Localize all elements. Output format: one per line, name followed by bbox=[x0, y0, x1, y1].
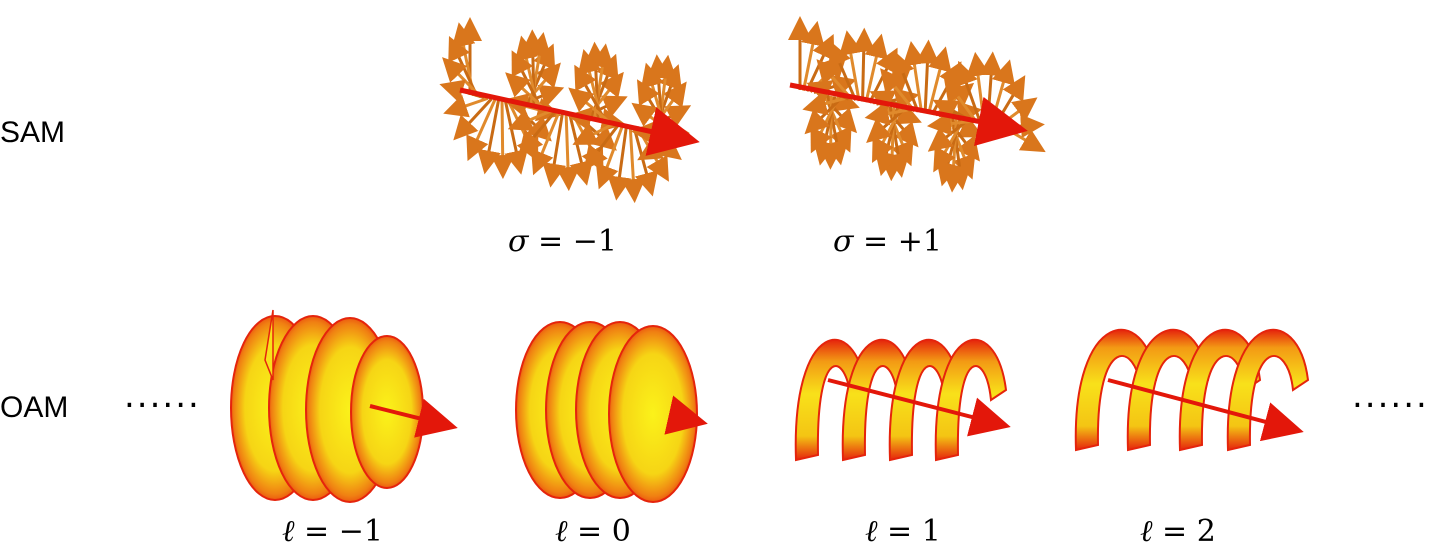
polarization-arrow bbox=[943, 77, 979, 124]
polarization-arrow bbox=[621, 125, 646, 204]
sam-sigma-minus-1-figure bbox=[439, 17, 700, 204]
propagation-axis bbox=[1107, 378, 1304, 442]
ell-symbol: ℓ bbox=[282, 514, 295, 549]
oam-planar-surfaces bbox=[515, 321, 698, 503]
sigma-value: = −1 bbox=[528, 224, 617, 259]
oam-helix-surface bbox=[230, 309, 424, 503]
sigma-symbol: σ bbox=[508, 224, 529, 259]
sam-caption-plus: σ = +1 bbox=[833, 224, 942, 259]
polarization-arrow bbox=[518, 110, 557, 156]
polarization-arrow bbox=[583, 122, 621, 171]
ell-value: = 2 bbox=[1152, 514, 1216, 549]
polarization-arrow bbox=[838, 30, 863, 102]
wavefront-disc bbox=[608, 325, 698, 503]
helical-ribbon-turn bbox=[934, 338, 1008, 462]
polarization-arrow bbox=[1004, 126, 1046, 153]
polarization-arrow bbox=[505, 72, 546, 111]
surface-edge bbox=[264, 309, 274, 381]
oam-l-0-figure bbox=[515, 321, 708, 503]
oam-helix-l2 bbox=[1074, 328, 1310, 452]
sam-minus-arrows bbox=[439, 17, 692, 204]
polarization-arrow bbox=[443, 94, 489, 118]
ellipsis-left: ...... bbox=[124, 376, 201, 416]
polarization-arrow bbox=[568, 87, 610, 123]
oam-caption-0: ℓ = 0 bbox=[555, 514, 631, 549]
ell-symbol: ℓ bbox=[1140, 514, 1153, 549]
oam-l-2-figure bbox=[1074, 328, 1310, 452]
ell-symbol: ℓ bbox=[555, 514, 568, 549]
polarization-arrow bbox=[607, 124, 632, 201]
oam-caption-1: ℓ = 1 bbox=[865, 514, 941, 549]
polarization-arrow bbox=[864, 101, 908, 126]
polarization-arrow bbox=[926, 111, 971, 136]
ellipsis-right: ...... bbox=[1352, 376, 1429, 416]
polarization-arrow bbox=[572, 121, 617, 145]
polarization-arrow bbox=[542, 112, 567, 188]
polarization-arrow bbox=[902, 41, 927, 113]
polarization-arrow bbox=[802, 91, 846, 116]
sam-plus-arrows bbox=[788, 16, 1046, 193]
propagation-axis bbox=[827, 378, 1011, 437]
sam-sigma-plus-1-figure bbox=[788, 16, 1046, 193]
ell-value: = 0 bbox=[567, 514, 631, 549]
polarization-arrow bbox=[595, 123, 625, 190]
polarization-arrow bbox=[880, 68, 916, 113]
polarization-arrow bbox=[556, 113, 580, 192]
polarization-arrow bbox=[490, 101, 515, 180]
propagation-axis bbox=[664, 395, 708, 435]
oam-helix-l1 bbox=[794, 338, 1008, 462]
sam-caption-minus: σ = −1 bbox=[508, 224, 617, 259]
polarization-arrow bbox=[466, 99, 497, 162]
oam-l-1-figure bbox=[794, 338, 1011, 462]
sigma-value: = +1 bbox=[853, 224, 942, 259]
oam-row-label: OAM bbox=[0, 391, 69, 424]
polarization-arrow bbox=[828, 41, 857, 101]
propagation-axis bbox=[789, 82, 1028, 146]
polarization-arrow bbox=[801, 20, 825, 91]
ell-value: = 1 bbox=[877, 514, 941, 549]
polarization-arrow bbox=[507, 108, 553, 131]
propagation-axis bbox=[459, 87, 700, 156]
polarization-arrow bbox=[979, 51, 1004, 125]
oam-caption-2: ℓ = 2 bbox=[1140, 514, 1216, 549]
sigma-symbol: σ bbox=[833, 224, 854, 259]
helical-ribbon-turn bbox=[1226, 328, 1310, 452]
propagation-axis bbox=[369, 398, 458, 438]
polarization-arrow bbox=[477, 100, 501, 175]
polarization-arrow bbox=[453, 98, 493, 141]
oam-l-minus-1-figure bbox=[230, 309, 458, 503]
ell-symbol: ℓ bbox=[865, 514, 878, 549]
sam-row-label: SAM bbox=[0, 116, 66, 149]
polarization-arrow bbox=[891, 50, 920, 113]
polarization-arrow bbox=[851, 27, 876, 102]
polarization-arrow bbox=[915, 39, 940, 114]
polarization-arrow bbox=[531, 111, 561, 176]
oam-caption-minus-1: ℓ = −1 bbox=[282, 514, 383, 549]
ell-value: = −1 bbox=[294, 514, 383, 549]
